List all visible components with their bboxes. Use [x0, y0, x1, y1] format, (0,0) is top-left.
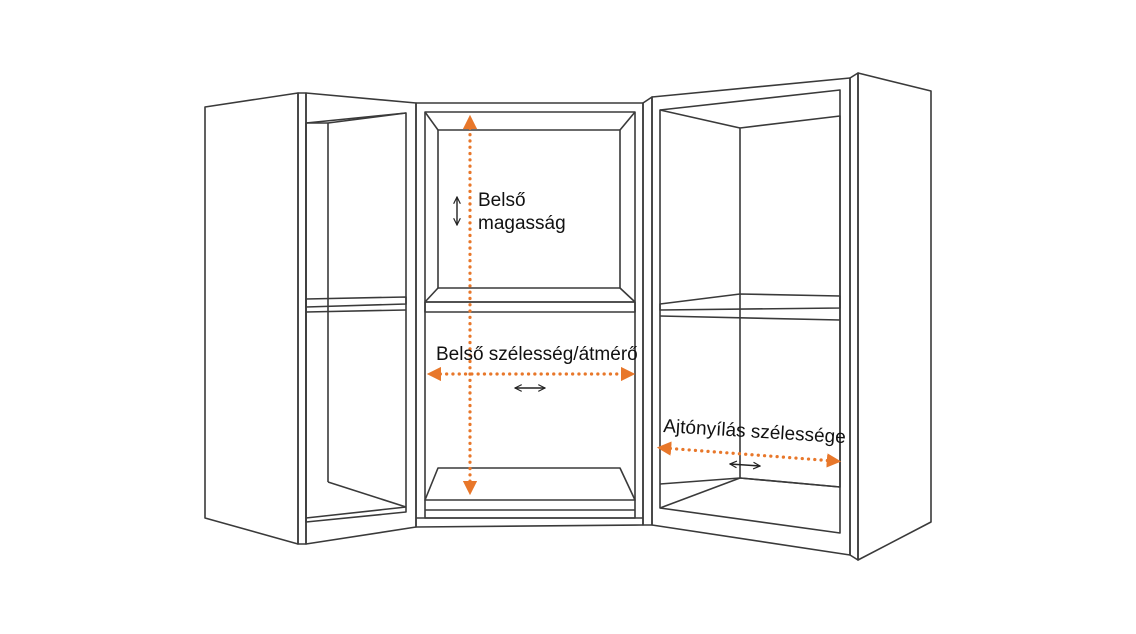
door-opening-dimension-line [656, 441, 842, 468]
inner-height-label-line1: Belső [478, 190, 526, 211]
right-cabinet [642, 72, 932, 561]
middle-cabinet-bottom [424, 467, 636, 501]
inner-height-label-line2: magasság [478, 212, 566, 234]
left-cabinet-front-frame [305, 92, 417, 545]
left-cabinet [204, 92, 417, 545]
inner-width-label: Belső szélesség/átmérő [436, 344, 638, 365]
middle-cabinet-shelf [424, 301, 636, 313]
left-cabinet-shelf [305, 296, 407, 308]
inner-height-label: Belső magasság [478, 190, 566, 236]
middle-cabinet-frame [415, 102, 644, 528]
right-cabinet-side-panel [857, 72, 932, 561]
left-cabinet-side-panel [204, 92, 299, 545]
opening-double-arrow-icon [730, 464, 760, 466]
right-cabinet-shelf [659, 293, 841, 311]
middle-cabinet [415, 102, 644, 528]
